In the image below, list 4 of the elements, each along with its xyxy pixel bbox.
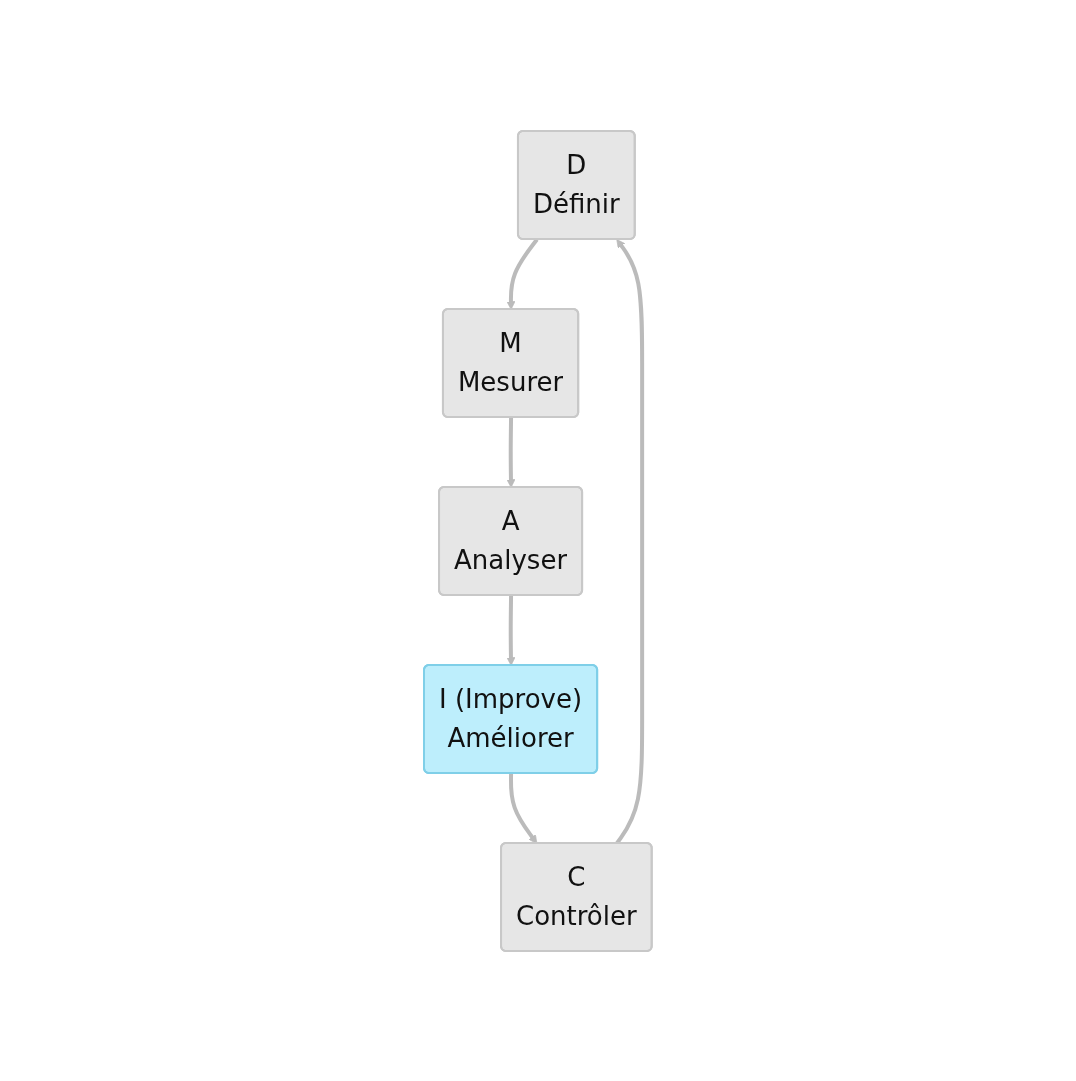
arrow [509, 772, 538, 844]
arrow [506, 237, 539, 310]
arrow [506, 594, 516, 666]
arrow [506, 416, 516, 488]
